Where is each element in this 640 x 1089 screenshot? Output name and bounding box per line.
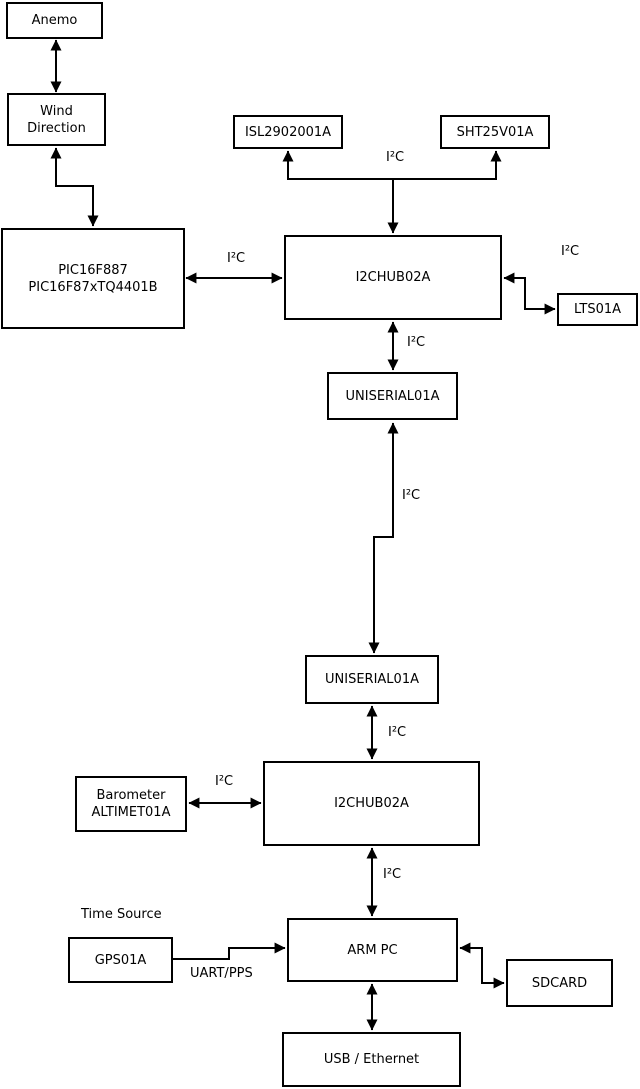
node-pic16f887: PIC16F887 PIC16F87xTQ4401B (1, 228, 185, 329)
node-wind-direction-line1: Wind (40, 103, 73, 119)
node-i2chub02a-1: I2CHUB02A (284, 235, 502, 320)
node-wind-direction: Wind Direction (7, 93, 106, 146)
node-uniserial01a-1: UNISERIAL01A (327, 372, 458, 420)
node-sht25v01a-label: SHT25V01A (456, 124, 534, 140)
node-barometer-line2: ALTIMET01A (91, 805, 171, 820)
node-isl2902001a-label: ISL2902001A (244, 124, 332, 140)
edge-label-i2c-hub2-armpc: I²C (383, 867, 402, 882)
node-i2chub02a-2-label: I2CHUB02A (334, 796, 409, 811)
edge-uniserial1-uniserial2 (368, 422, 399, 654)
edge-armpc-sdcard (459, 942, 505, 989)
edge-gps-armpc (173, 942, 286, 960)
node-sdcard: SDCARD (506, 959, 613, 1007)
node-arm-pc-label: ARM PC (347, 942, 398, 958)
node-isl2902001a: ISL2902001A (233, 115, 343, 149)
node-gps01a: GPS01A (68, 937, 173, 983)
node-barometer: Barometer ALTIMET01A (75, 776, 187, 832)
node-wind-direction-line2: Direction (27, 120, 86, 136)
edge-wind-pic (50, 147, 99, 227)
node-lts01a: LTS01A (557, 293, 638, 326)
edge-hub1-lts (503, 272, 556, 315)
node-arm-pc: ARM PC (287, 918, 458, 982)
node-i2chub02a-1-label: I2CHUB02A (355, 270, 431, 285)
edge-label-i2c-hub1-uniserial1: I²C (407, 335, 426, 350)
node-lts01a-label: LTS01A (573, 302, 622, 317)
node-i2chub02a-2: I2CHUB02A (263, 761, 480, 846)
node-barometer-line1: Barometer (96, 788, 166, 803)
node-sdcard-label: SDCARD (531, 975, 588, 991)
node-usb-ethernet: USB / Ethernet (282, 1032, 461, 1087)
node-anemo-label: Anemo (31, 13, 78, 28)
node-pic16f887-line2: PIC16F87xTQ4401B (28, 279, 158, 295)
node-sht25v01a: SHT25V01A (440, 115, 550, 149)
edge-label-i2c-pic-hub1: I²C (227, 251, 246, 266)
node-usb-ethernet-label: USB / Ethernet (323, 1052, 420, 1067)
edge-label-i2c-sensors: I²C (386, 150, 405, 165)
edge-label-i2c-barometer-hub2: I²C (215, 774, 234, 789)
edge-label-i2c-hub1-lts: I²C (561, 244, 580, 259)
edge-label-i2c-uniserial2-hub2: I²C (388, 725, 407, 740)
node-pic16f887-line1: PIC16F887 (58, 262, 128, 278)
node-uniserial01a-1-label: UNISERIAL01A (345, 388, 440, 404)
edge-label-time-source: Time Source (81, 907, 162, 922)
node-uniserial01a-2-label: UNISERIAL01A (325, 672, 419, 687)
node-uniserial01a-2: UNISERIAL01A (305, 655, 439, 704)
node-gps01a-label: GPS01A (94, 952, 147, 968)
edge-label-uart-pps: UART/PPS (190, 966, 253, 981)
edge-label-i2c-uniserial-link: I²C (402, 488, 421, 503)
node-anemo: Anemo (6, 2, 103, 39)
